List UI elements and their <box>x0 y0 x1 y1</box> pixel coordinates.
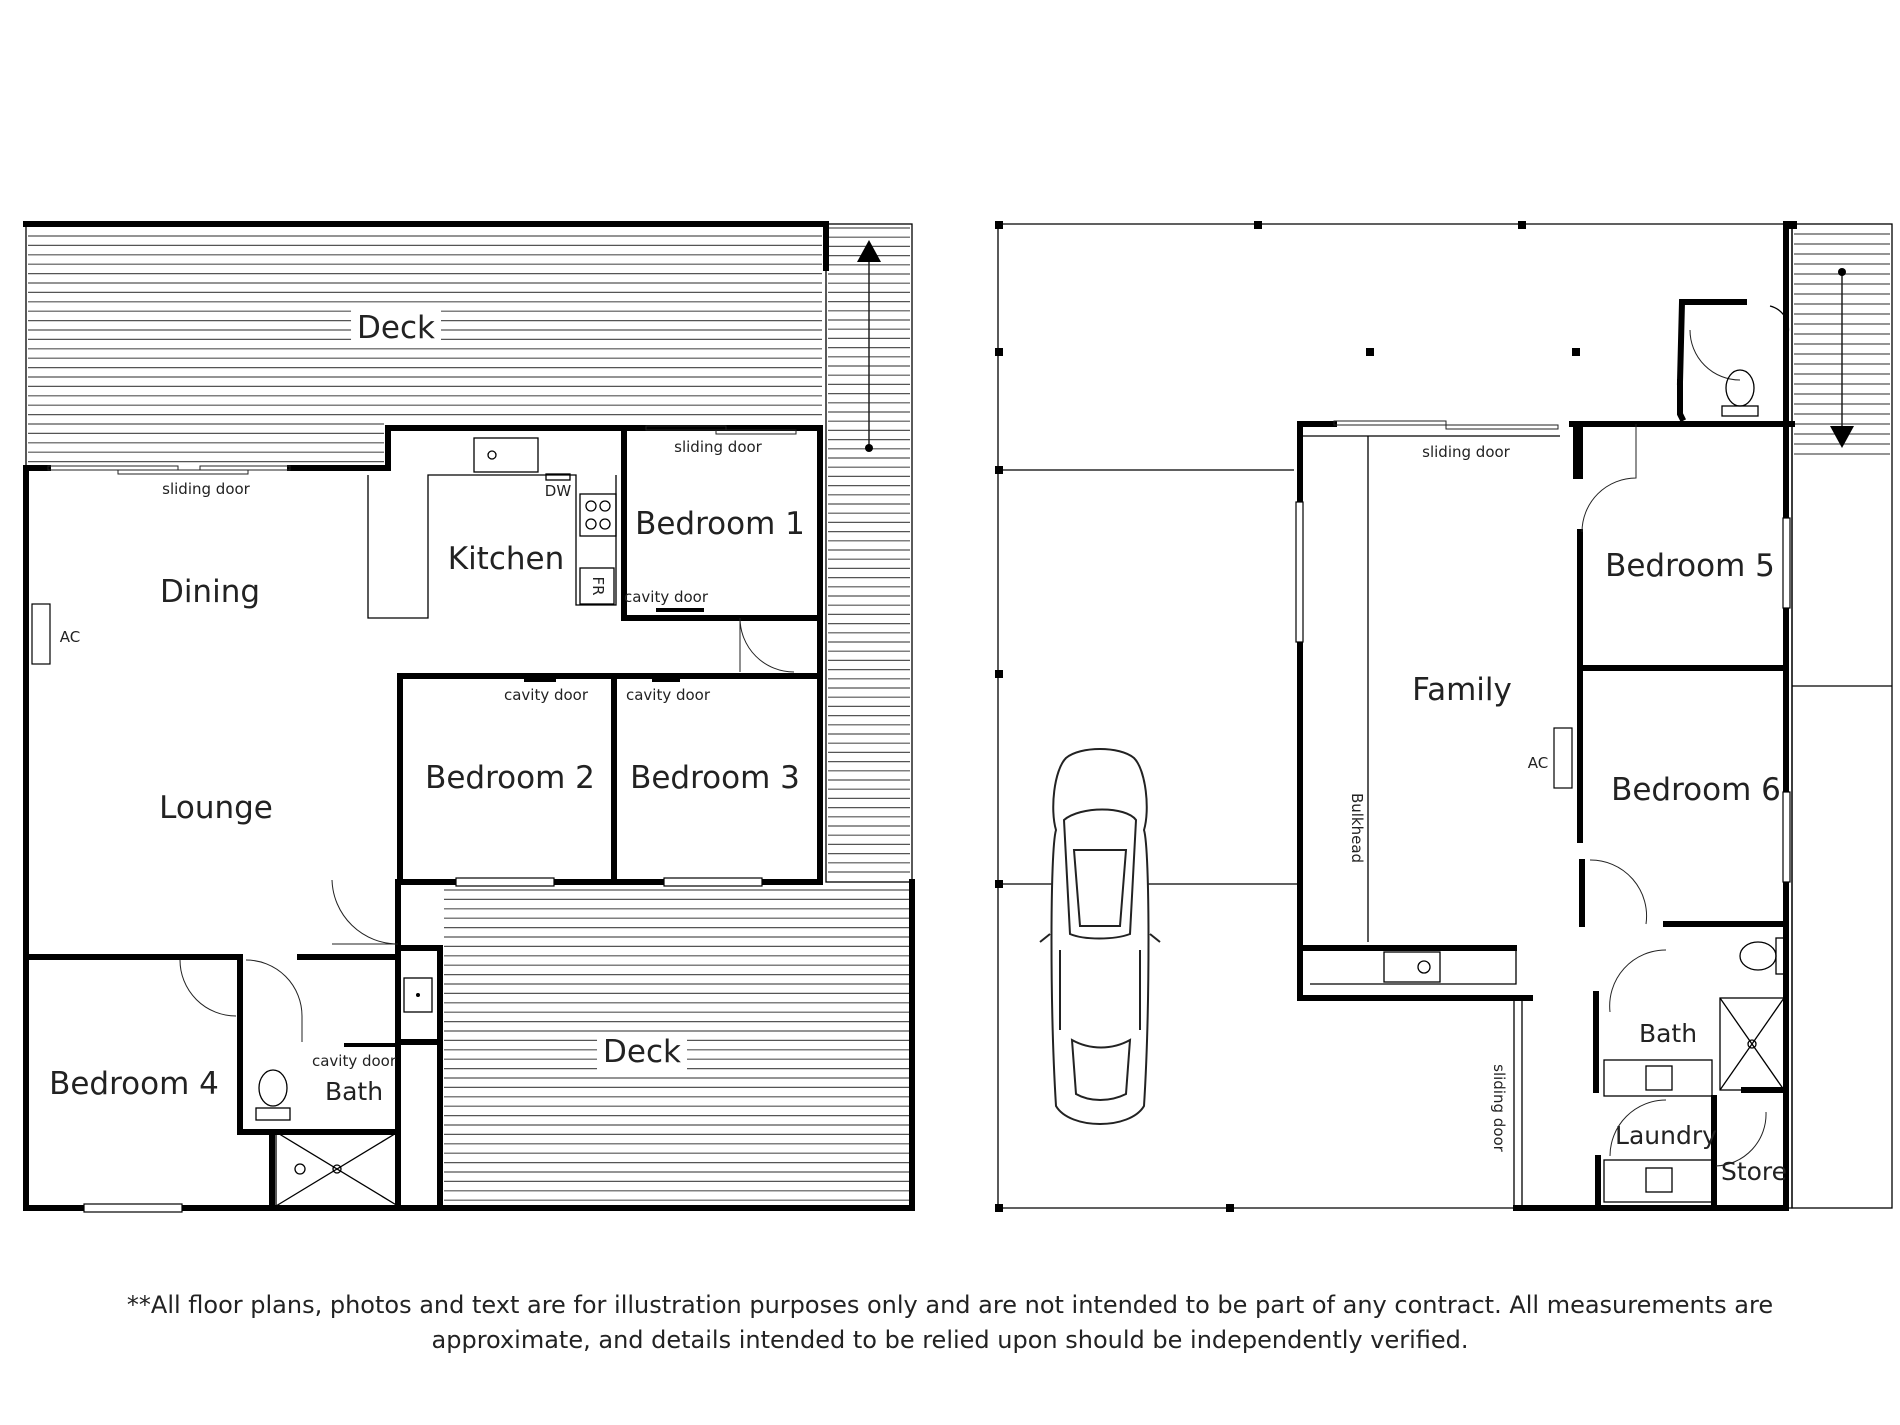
sliding-door-label-family: sliding door <box>1422 443 1511 461</box>
family-label: Family <box>1412 672 1512 708</box>
bath-label-ground: Bath <box>325 1077 383 1106</box>
store-label: Store <box>1721 1157 1787 1186</box>
bedroom3-label: Bedroom 3 <box>630 760 800 796</box>
cooktop-icon <box>579 493 617 537</box>
deck-top-label: Deck <box>357 310 435 346</box>
stair-arrow-down-icon <box>1830 268 1854 448</box>
lower-floor-plan: sliding door sliding door Bulkhead AC <box>995 221 1893 1212</box>
kitchen-label: Kitchen <box>448 541 565 577</box>
shower-icon <box>1719 997 1785 1091</box>
sliding-door-label-side: sliding door <box>1490 1064 1508 1153</box>
disclaimer-line-1: **All floor plans, photos and text are f… <box>126 1291 1774 1319</box>
cavity-door-label-bedroom3: cavity door <box>626 686 711 704</box>
deck-side-outline <box>825 223 913 883</box>
disclaimer: **All floor plans, photos and text are f… <box>100 1288 1800 1358</box>
disclaimer-line-2: approximate, and details intended to be … <box>431 1326 1469 1354</box>
deck-bottom-label: Deck <box>603 1034 681 1070</box>
bedroom4-label: Bedroom 4 <box>49 1066 219 1102</box>
dining-label: Dining <box>160 574 260 610</box>
cavity-door-label-bedroom2: cavity door <box>504 686 589 704</box>
sink-icon <box>1383 951 1713 1203</box>
car-icon <box>1039 748 1161 1125</box>
bedroom1-label: Bedroom 1 <box>635 506 805 542</box>
lounge-label: Lounge <box>159 790 273 826</box>
ground-floor-plan: FR DW sliding door sliding door cavity d… <box>23 221 915 1213</box>
ac-label-lower: AC <box>1528 754 1548 772</box>
fridge-label: FR <box>589 576 607 595</box>
toilet-icon <box>1721 369 1785 975</box>
stair-strip-outline <box>1791 223 1893 1209</box>
deck-top-hatch <box>28 235 822 463</box>
house-outer-wall <box>23 465 409 1211</box>
sliding-door-label-bedroom1: sliding door <box>674 438 763 456</box>
bath-label-lower: Bath <box>1639 1019 1697 1048</box>
deck-bottom-hatch <box>444 889 910 1201</box>
shower-icon <box>275 1131 399 1207</box>
laundry-label: Laundry <box>1615 1121 1717 1150</box>
cavity-door-label-bedroom1: cavity door <box>624 588 709 606</box>
dishwasher-label: DW <box>545 482 572 500</box>
stair-arrow-up-icon <box>857 240 881 452</box>
bedroom2-label: Bedroom 2 <box>425 760 595 796</box>
bedroom6-label: Bedroom 6 <box>1611 772 1781 808</box>
sink-icon <box>403 977 433 1013</box>
sink-icon <box>473 437 539 473</box>
deck-top-edge <box>23 221 829 271</box>
bulkhead-label: Bulkhead <box>1348 793 1366 863</box>
deck-side-hatch <box>828 227 910 873</box>
sliding-door-label-dining: sliding door <box>162 480 251 498</box>
ac-label-ground: AC <box>60 628 80 646</box>
bedroom5-label: Bedroom 5 <box>1605 548 1775 584</box>
cavity-door-label-bath: cavity door <box>312 1052 397 1070</box>
toilet-icon <box>255 1069 291 1121</box>
